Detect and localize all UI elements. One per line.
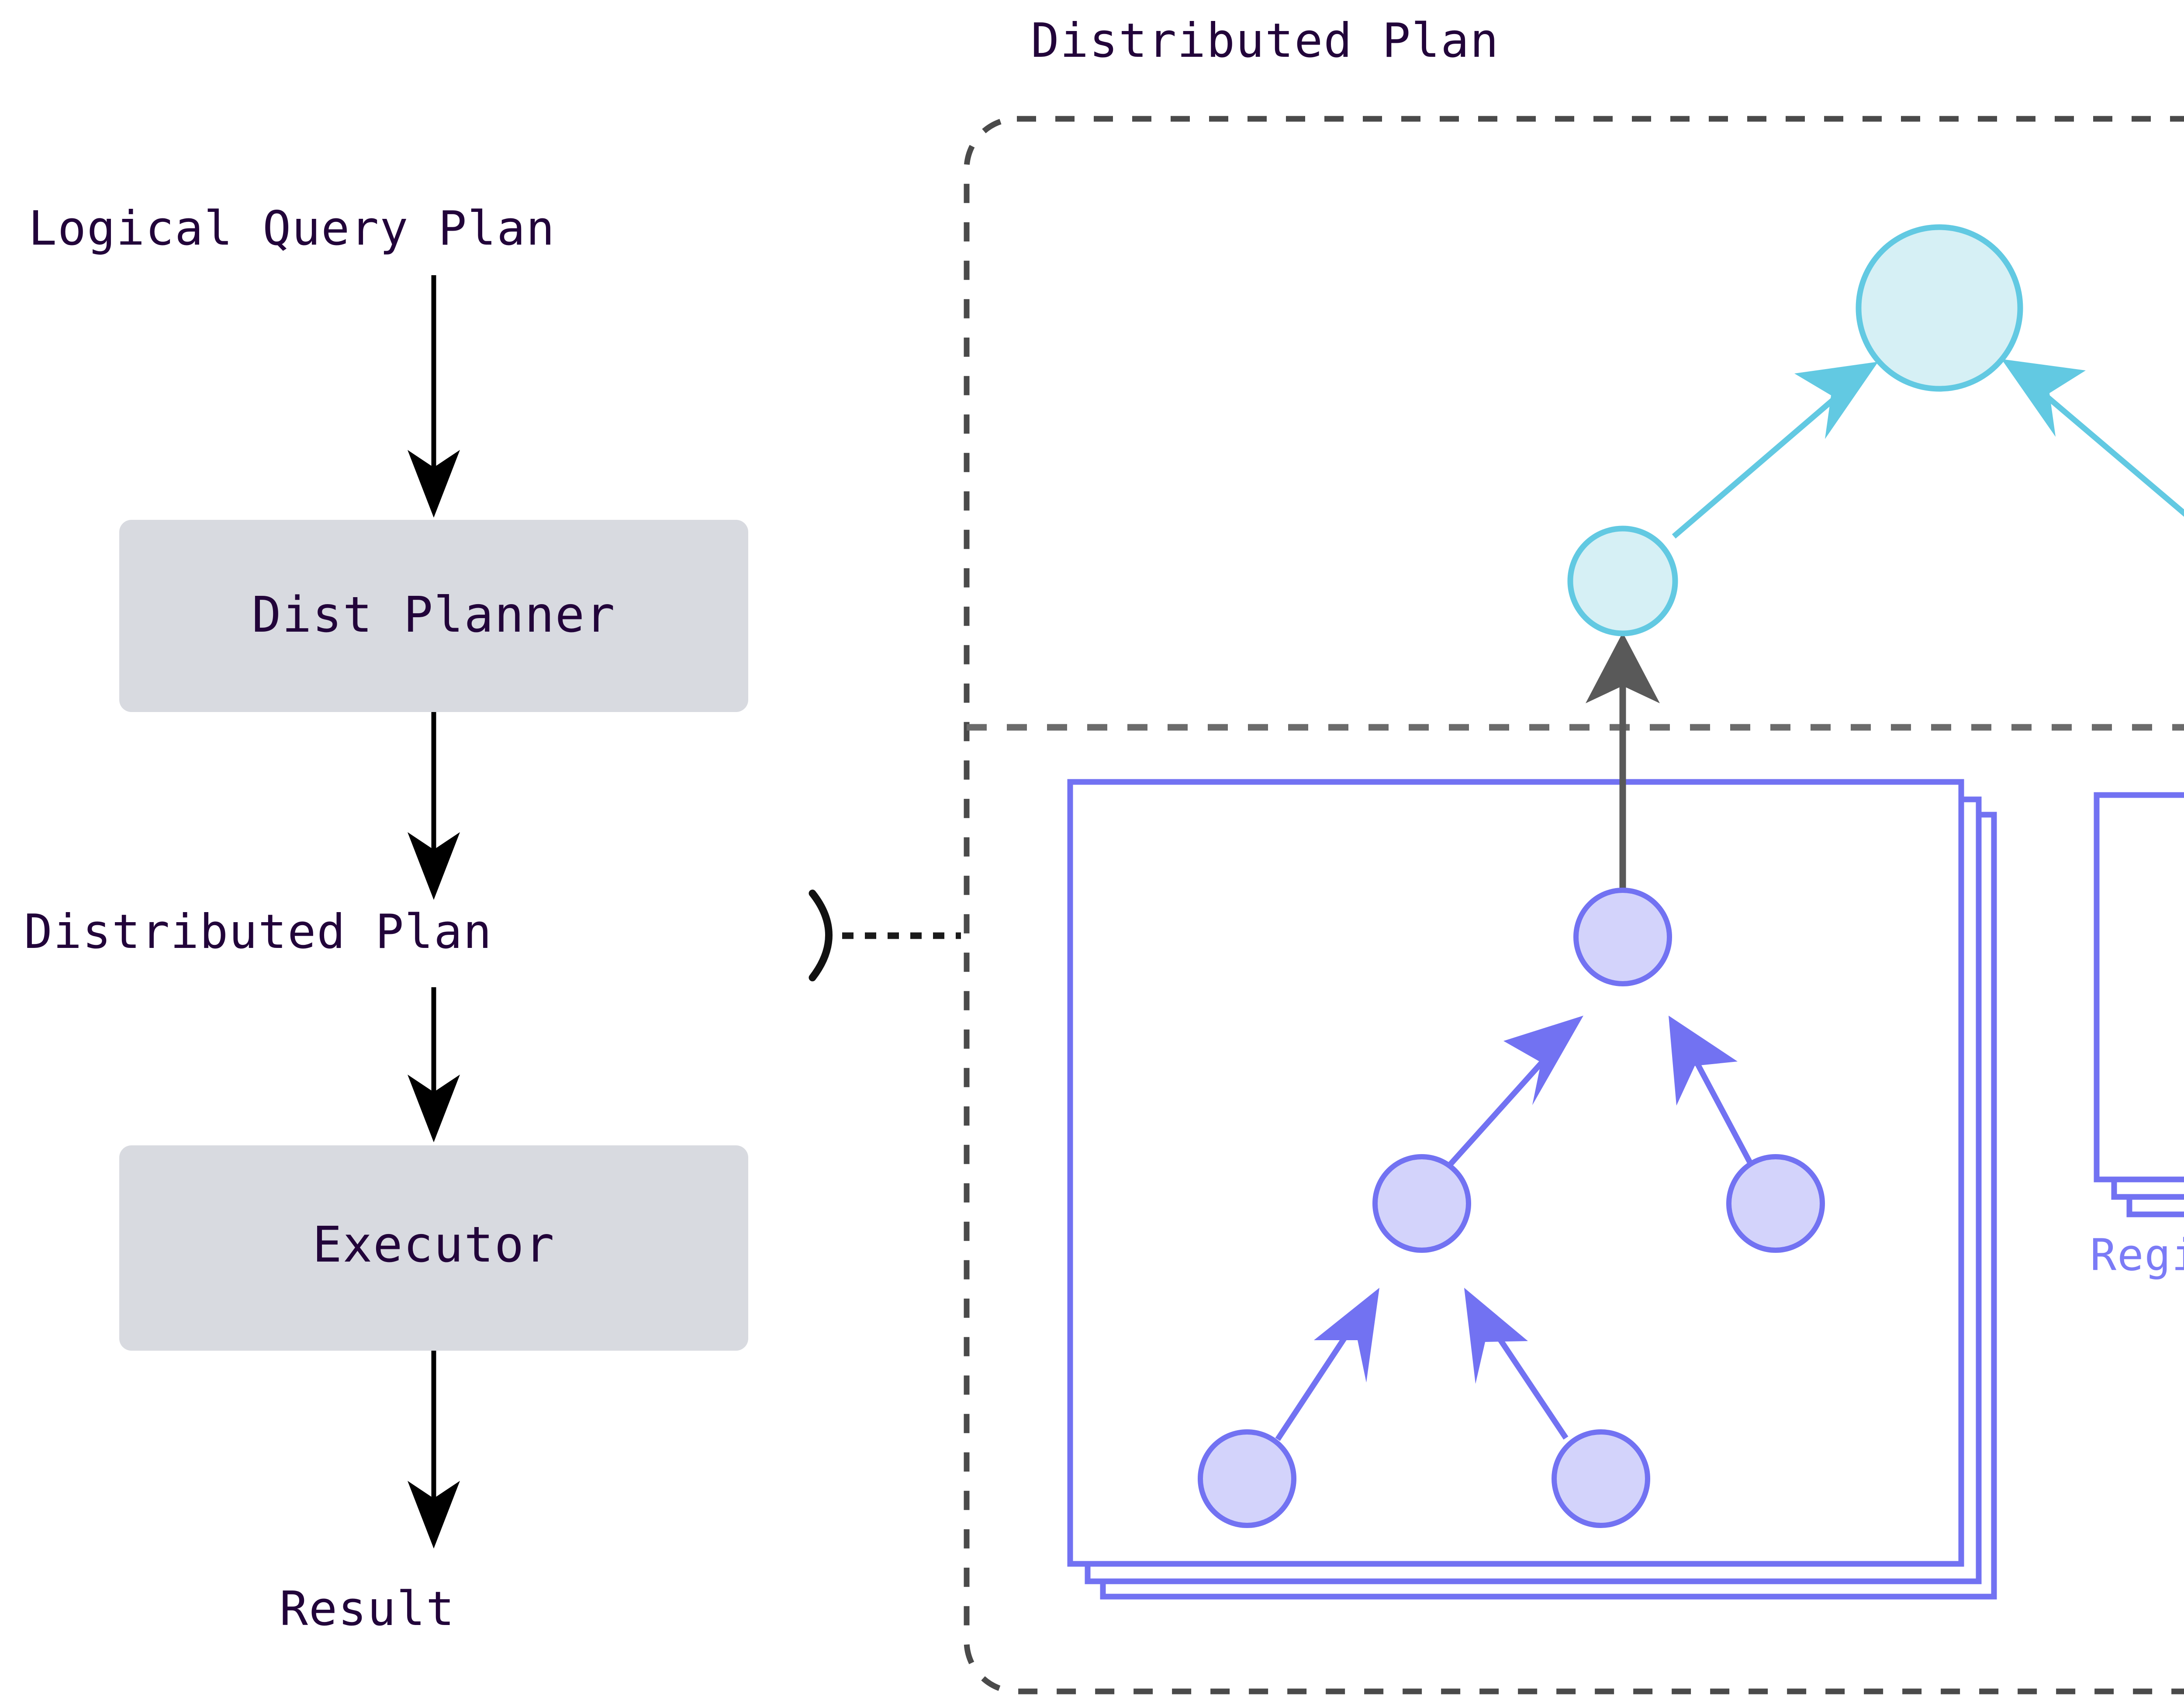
datanode-node-bottom-right[interactable] [1552, 1429, 1650, 1528]
frontend-node-root[interactable] [1856, 224, 2023, 392]
frontend-stage-graph [1567, 224, 2184, 636]
datanode-node-bottom-left[interactable] [1198, 1429, 1296, 1528]
dist-planner-box[interactable]: Dist Planner [119, 520, 748, 712]
regions-label: Regions [2090, 1229, 2184, 1280]
datanode-edge-b2-m1 [1464, 1288, 1569, 1440]
arrow-executor-to-result [408, 1351, 460, 1549]
executor-box[interactable]: Executor [119, 1145, 748, 1351]
frontend-edge-left [1672, 362, 1878, 539]
dist-planner-label: Dist Planner [252, 587, 615, 643]
datanode-left-graph [1198, 888, 1825, 1528]
result-label: Result [280, 1582, 455, 1636]
left-flow-column: Logical Query Plan Dist Planner Distribu… [24, 201, 961, 1636]
datanode-node-mid-left[interactable] [1372, 1154, 1471, 1253]
datanode-node-root[interactable] [1573, 888, 1672, 986]
distributed-plan-label: Distributed Plan [24, 905, 492, 959]
executor-label: Executor [312, 1217, 555, 1273]
distributed-plan-title: Distributed Plan [1031, 14, 1499, 68]
datanode-node-mid-right[interactable] [1726, 1154, 1825, 1253]
distributed-plan-container [964, 116, 2184, 1694]
logical-query-plan-label: Logical Query Plan [28, 201, 555, 256]
frontend-node-left[interactable] [1567, 526, 1678, 636]
datanode-edge-b1-m1 [1275, 1288, 1379, 1441]
region-card-stack-right[interactable] [2094, 792, 2184, 1217]
arrow-planner-to-plan [408, 712, 460, 900]
arrow-plan-to-executor [408, 987, 460, 1142]
arrow-plan-to-planner [408, 275, 460, 518]
datanode-edge-m1-root [1447, 1016, 1583, 1168]
datanode-edge-m2-root [1669, 1016, 1754, 1167]
frontend-edge-right [2001, 359, 2184, 517]
plan-brace [809, 889, 833, 982]
cross-stage-arrow-left [1586, 633, 1660, 890]
